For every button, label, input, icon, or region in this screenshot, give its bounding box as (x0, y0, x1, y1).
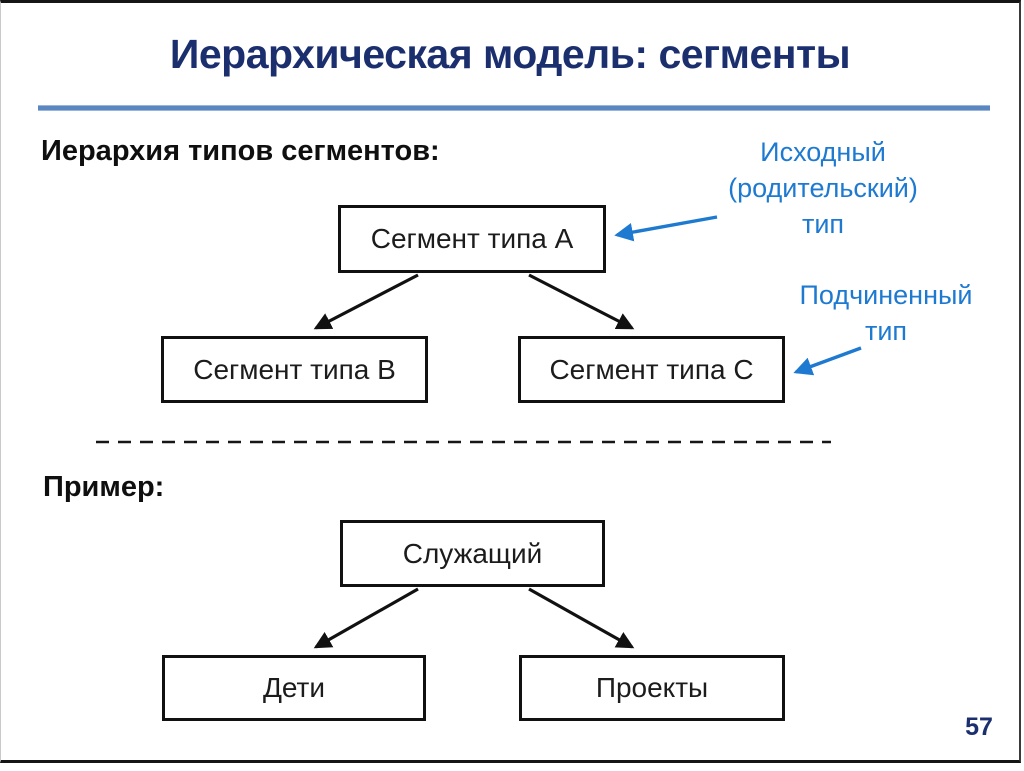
segment-type-a-box: Сегмент типа A (338, 205, 606, 273)
children-label: Дети (262, 672, 326, 703)
arrow-employee-to-projects (528, 587, 635, 649)
segment-type-b-label: Сегмент типа B (193, 353, 396, 385)
parent-type-callout-line1: Исходный (760, 137, 886, 167)
connector-layer (96, 215, 862, 649)
segment-type-b-box: Сегмент типа B (161, 336, 428, 403)
employee-label: Служащий (402, 537, 543, 569)
parent-type-callout: Исходный (родительский) тип (691, 134, 955, 242)
children-box: Дети (162, 655, 426, 721)
segment-type-a-label: Сегмент типа A (370, 223, 574, 254)
child-type-callout-line1: Подчиненный (799, 280, 973, 310)
child-type-callout: Подчиненный тип (769, 277, 1003, 349)
parent-type-callout-line2: (родительский) (728, 173, 918, 203)
child-type-callout-line2: тип (864, 316, 908, 346)
employee-box: Служащий (340, 520, 605, 587)
projects-box: Проекты (519, 655, 785, 721)
child-type-callout-arrow (793, 346, 862, 376)
segment-type-c-box: Сегмент типа C (518, 336, 785, 403)
parent-type-callout-line3: тип (801, 209, 845, 239)
slide-title: Иерархическая модель: сегменты (169, 31, 851, 77)
example-heading: Пример: (43, 471, 165, 503)
arrow-employee-to-children (313, 587, 419, 649)
arrow-a-to-b (313, 273, 419, 330)
projects-label: Проекты (595, 672, 709, 703)
segment-type-c-label: Сегмент типа C (549, 353, 754, 385)
page-number: 57 (965, 713, 993, 741)
arrow-a-to-c (528, 273, 635, 330)
type-hierarchy-heading: Иерархия типов сегментов: (41, 135, 440, 167)
title-underline-rule (38, 105, 990, 111)
